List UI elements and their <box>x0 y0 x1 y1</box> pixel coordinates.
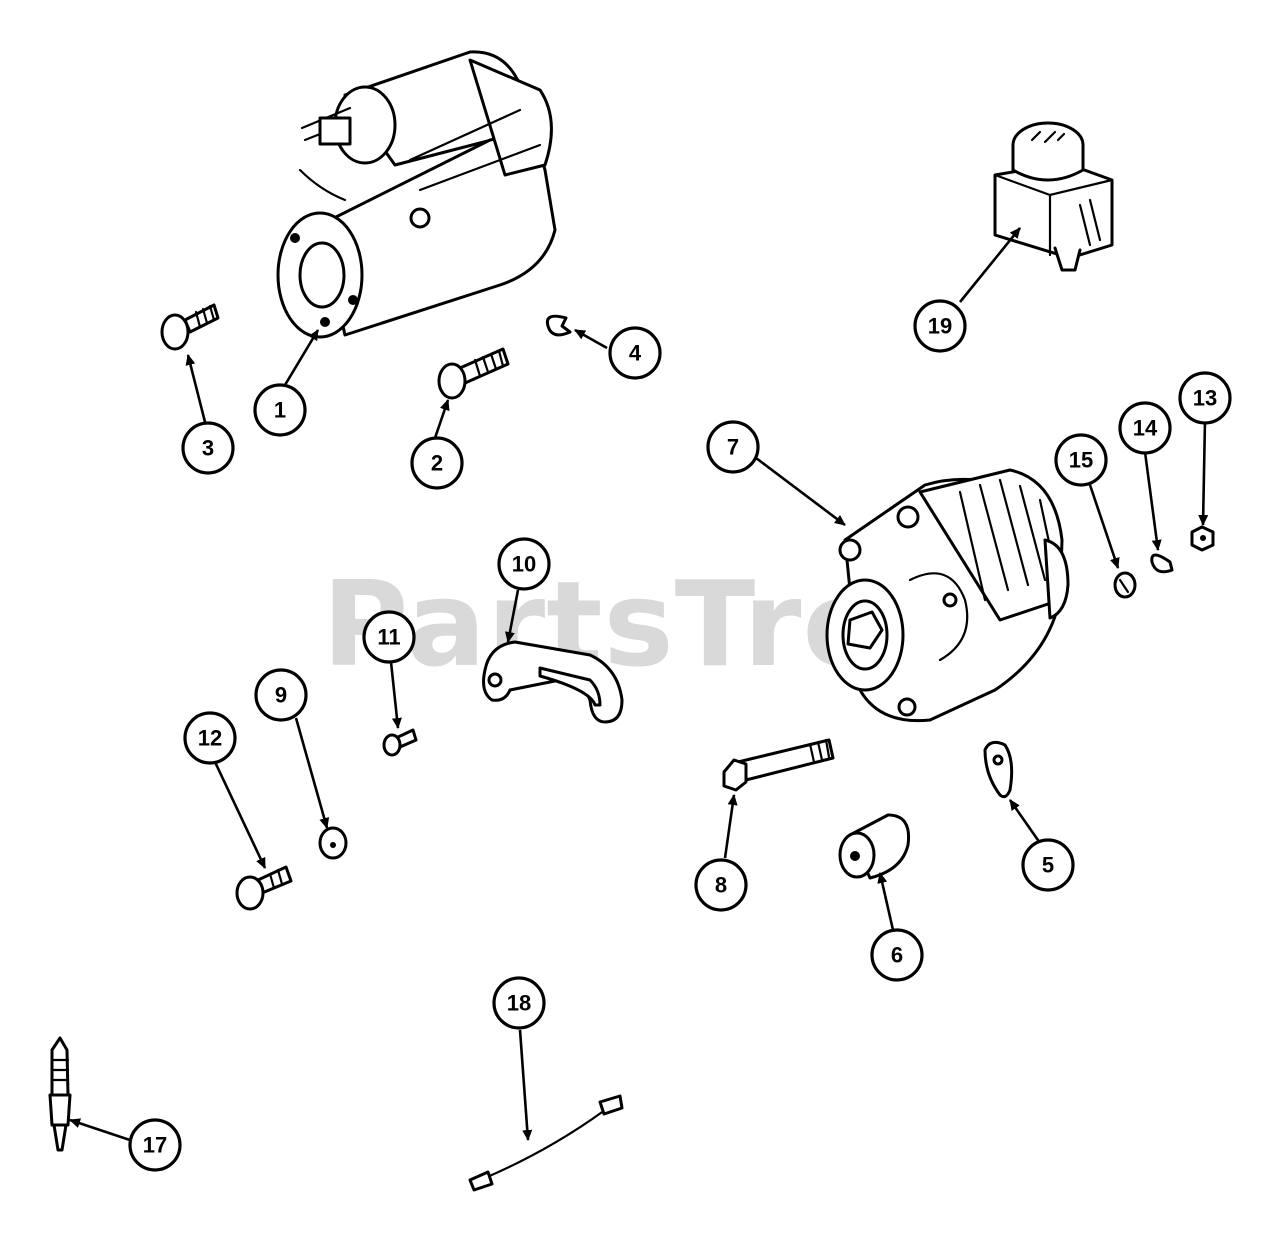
bolt-11[interactable] <box>382 728 418 757</box>
svg-text:12: 12 <box>198 726 222 751</box>
leader-lines <box>69 227 1209 1142</box>
washer-15[interactable] <box>1113 571 1137 599</box>
callout-8: 8 <box>694 858 748 912</box>
glow-plug[interactable] <box>48 1036 72 1152</box>
callout-2: 2 <box>410 436 464 490</box>
long-bolt-8[interactable] <box>722 738 835 792</box>
callout-14: 14 <box>1118 401 1172 455</box>
plate-5[interactable] <box>983 740 1014 799</box>
svg-text:18: 18 <box>507 991 531 1016</box>
washer-9[interactable] <box>318 826 348 860</box>
svg-text:10: 10 <box>512 552 536 577</box>
svg-text:8: 8 <box>715 873 727 898</box>
callout-13: 13 <box>1178 371 1232 425</box>
callout-6: 6 <box>870 928 924 982</box>
callout-18: 18 <box>492 976 546 1030</box>
clip-4[interactable] <box>545 314 572 337</box>
svg-text:15: 15 <box>1069 448 1093 473</box>
callout-7: 7 <box>706 420 760 474</box>
callout-11: 11 <box>362 610 416 664</box>
callout-4: 4 <box>608 326 662 380</box>
svg-text:2: 2 <box>431 451 443 476</box>
lead-wire[interactable] <box>468 1094 624 1192</box>
callout-1: 1 <box>253 383 307 437</box>
svg-text:9: 9 <box>275 683 287 708</box>
svg-text:11: 11 <box>377 625 400 650</box>
callout-5: 5 <box>1021 838 1075 892</box>
svg-text:1: 1 <box>274 398 286 423</box>
svg-text:13: 13 <box>1193 386 1217 411</box>
callout-19: 19 <box>913 299 967 353</box>
svg-text:4: 4 <box>629 341 642 366</box>
callout-12: 12 <box>183 711 237 765</box>
collar-6[interactable] <box>838 813 911 880</box>
callout-10: 10 <box>497 537 551 591</box>
svg-text:6: 6 <box>891 943 903 968</box>
callout-17: 17 <box>128 1118 182 1172</box>
svg-text:14: 14 <box>1133 416 1158 441</box>
bolt-2[interactable] <box>437 347 510 400</box>
bolt-12[interactable] <box>235 865 293 911</box>
svg-text:17: 17 <box>143 1133 167 1158</box>
callout-3: 3 <box>181 421 235 475</box>
bolt-3[interactable] <box>160 303 220 351</box>
svg-text:5: 5 <box>1042 853 1054 878</box>
washer-14[interactable] <box>1150 553 1174 574</box>
callout-15: 15 <box>1054 433 1108 487</box>
adjusting-bracket[interactable] <box>482 640 624 724</box>
nut-13[interactable] <box>1190 525 1215 552</box>
svg-text:3: 3 <box>202 436 214 461</box>
alternator[interactable] <box>825 468 1070 723</box>
svg-text:19: 19 <box>928 314 952 339</box>
starter-motor[interactable] <box>276 50 557 339</box>
callout-9: 9 <box>254 668 308 722</box>
glow-relay[interactable] <box>993 121 1114 272</box>
svg-text:7: 7 <box>727 435 739 460</box>
